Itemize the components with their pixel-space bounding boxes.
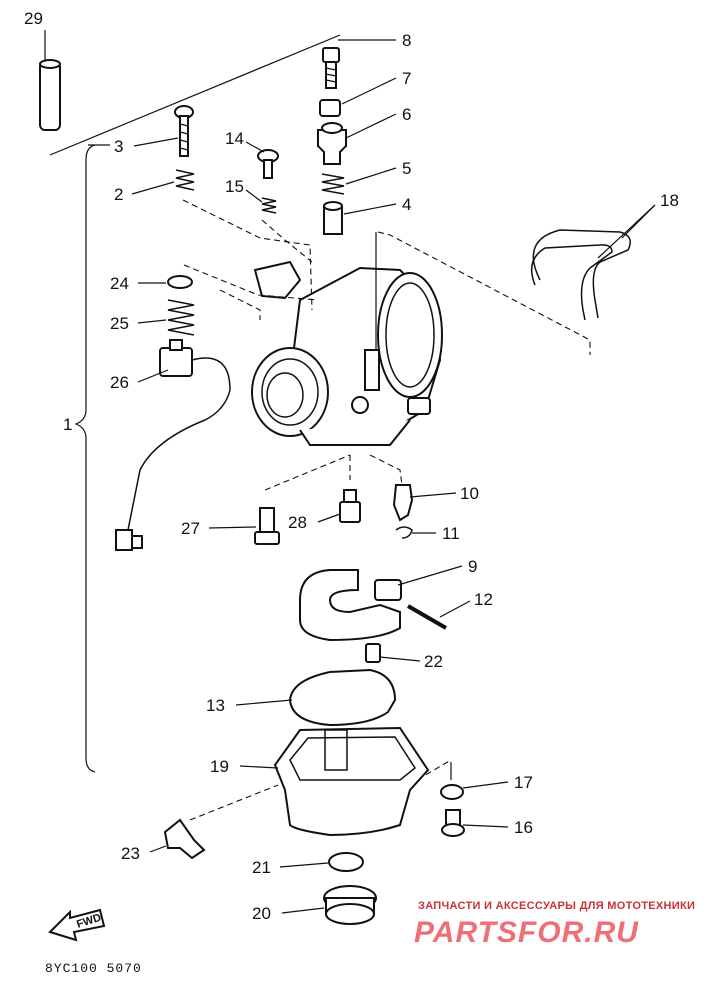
part-4-holder <box>323 201 343 235</box>
part-9-float <box>299 569 402 642</box>
callout-6: 6 <box>402 105 411 124</box>
part-11-clip <box>395 526 413 539</box>
callout-12: 12 <box>474 590 493 609</box>
part-21-o-ring <box>328 852 364 872</box>
part-20-drain-plug <box>323 885 377 925</box>
callout-17: 17 <box>514 773 533 792</box>
part-2-spring <box>175 169 195 191</box>
part-8-screw <box>322 47 340 89</box>
part-3-screw <box>174 105 194 157</box>
part-25-spring <box>167 299 195 336</box>
part-18-hose <box>530 229 631 321</box>
callout-26: 26 <box>110 373 129 392</box>
part-7-nut <box>319 99 341 117</box>
part-28-jet <box>339 489 361 523</box>
leader-lines <box>131 39 656 914</box>
watermark-tagline: ЗАПЧАСТИ И АКСЕССУАРЫ ДЛЯ МОТОТЕХНИКИ <box>418 900 695 912</box>
callout-20: 20 <box>252 904 271 923</box>
callout-9: 9 <box>468 557 477 576</box>
callout-14: 14 <box>225 129 244 148</box>
callout-8: 8 <box>402 31 411 50</box>
part-19-float-bowl <box>273 726 430 837</box>
callout-2-upper: 2 <box>114 185 123 204</box>
callout-29: 29 <box>24 9 43 28</box>
assembly-bracket <box>74 144 96 773</box>
watermark-brand: PARTSFOR.RU <box>414 916 639 949</box>
part-29-pin <box>39 59 61 131</box>
callout-16: 16 <box>514 818 533 837</box>
part-13-gasket <box>288 668 397 727</box>
callout-15: 15 <box>225 177 244 196</box>
callout-23: 23 <box>121 844 140 863</box>
part-24-washer <box>167 275 193 289</box>
part-15-spring <box>261 197 277 214</box>
part-1-carburetor-body <box>251 260 443 447</box>
callout-11: 11 <box>442 524 460 543</box>
part-16-screw <box>441 809 465 837</box>
callout-13: 13 <box>206 696 225 715</box>
callout-22: 22 <box>424 652 443 671</box>
callout-28: 28 <box>288 513 307 532</box>
bracket-top-line <box>49 34 341 156</box>
callout-10: 10 <box>460 484 479 503</box>
part-5-spring <box>321 173 345 195</box>
part-27-jet <box>254 507 280 545</box>
part-22-jet <box>365 643 381 663</box>
part-10-needle-valve <box>392 484 414 522</box>
callout-5: 5 <box>402 159 411 178</box>
part-12-pin <box>406 604 448 630</box>
callout-19: 19 <box>210 757 229 776</box>
callout-7: 7 <box>402 69 411 88</box>
callout-3: 3 <box>114 137 123 156</box>
part-14-screw <box>257 149 279 179</box>
part-6-valve <box>317 122 347 165</box>
part-17-washer <box>440 784 464 800</box>
callout-27: 27 <box>181 519 200 538</box>
callout-24: 24 <box>110 274 129 293</box>
part-26-starter-plunger <box>115 339 231 551</box>
callout-18: 18 <box>660 191 679 210</box>
callout-labels: 29 8 7 6 3 14 5 2 15 4 18 24 25 26 1 10 … <box>24 9 679 923</box>
part-23-clamp <box>163 818 206 860</box>
callout-21: 21 <box>252 858 271 877</box>
doc-code: 8YC100 5070 <box>45 961 142 976</box>
fwd-arrow-icon: FWD <box>48 908 106 942</box>
callout-4: 4 <box>402 195 411 214</box>
callout-1: 1 <box>63 415 72 434</box>
callout-25: 25 <box>110 314 129 333</box>
